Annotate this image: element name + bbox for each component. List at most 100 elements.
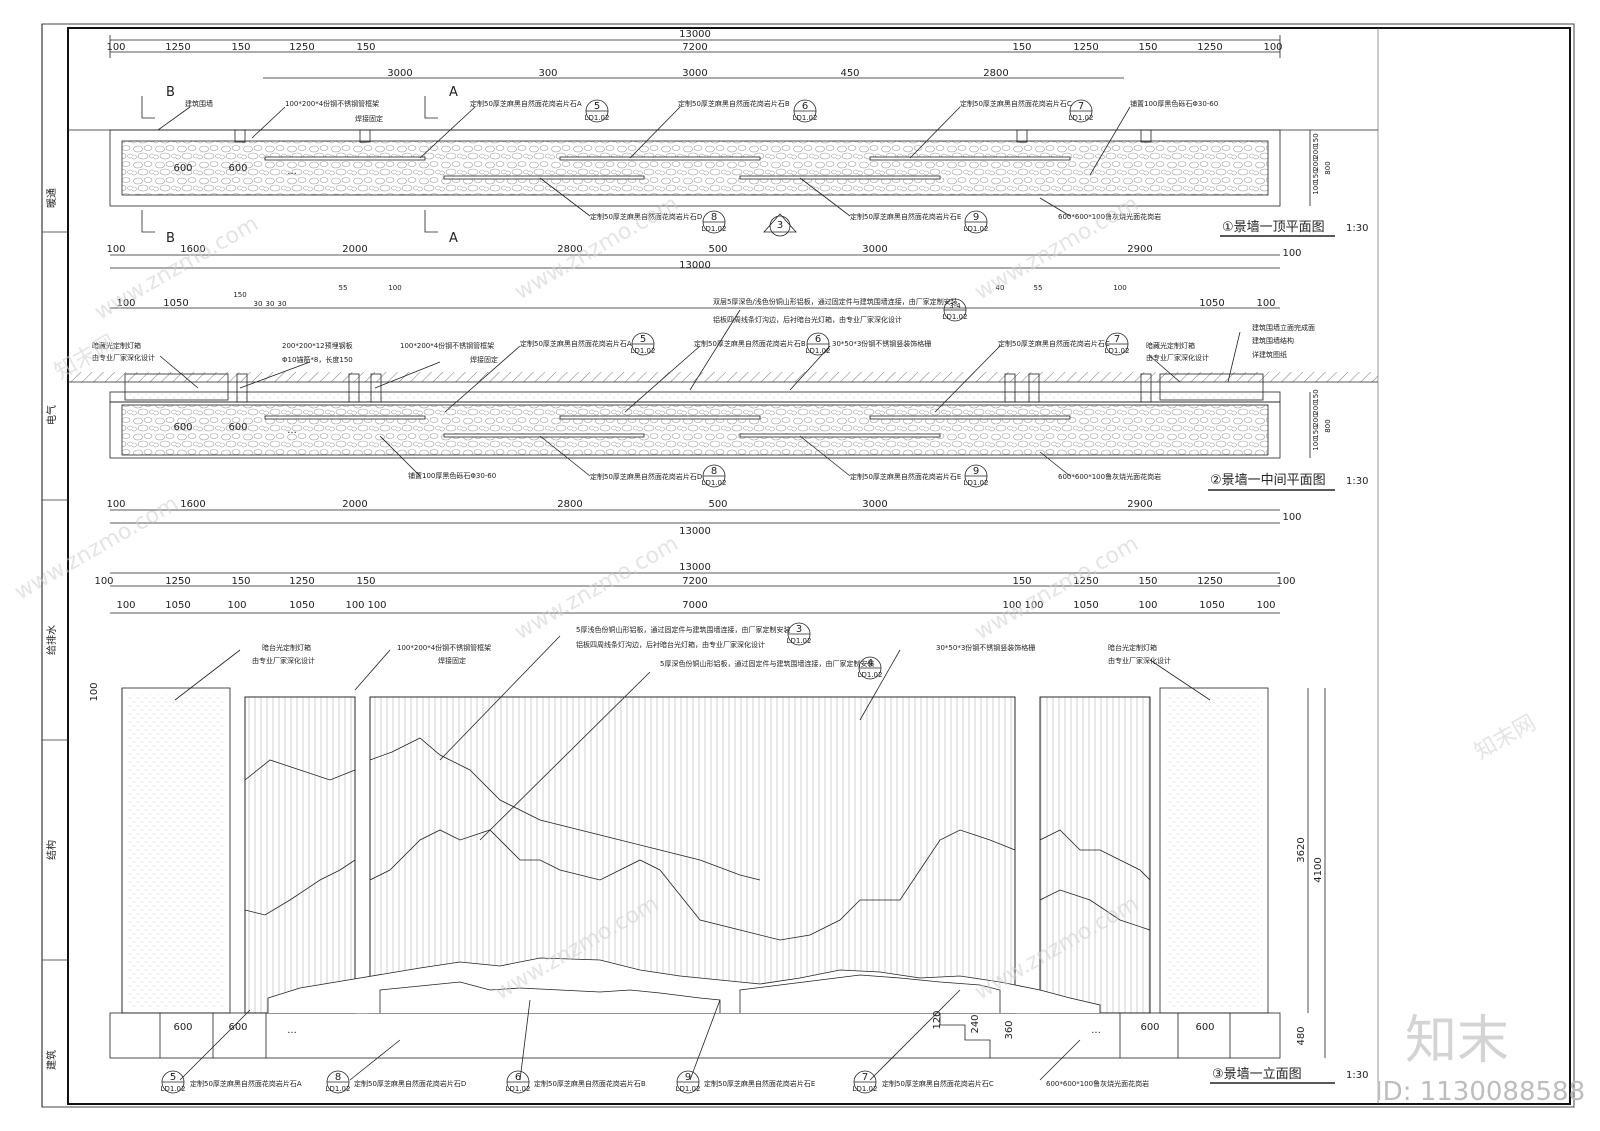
svg-text:9: 9 bbox=[973, 212, 979, 223]
svg-text:LD1.02: LD1.02 bbox=[506, 1085, 531, 1093]
svg-text:www.znzmo.com: www.znzmo.com bbox=[11, 491, 183, 605]
svg-text:600*600*100鲁灰烧光面花岗岩: 600*600*100鲁灰烧光面花岗岩 bbox=[1058, 472, 1161, 481]
svg-text:LD1.02: LD1.02 bbox=[964, 225, 989, 233]
svg-text:200: 200 bbox=[1312, 401, 1320, 414]
sidebar-label-electrical: 电气 bbox=[45, 405, 58, 425]
svg-text:由专业厂家深化设计: 由专业厂家深化设计 bbox=[1108, 656, 1171, 665]
svg-text:200: 200 bbox=[1312, 145, 1320, 158]
svg-text:150: 150 bbox=[1012, 576, 1031, 587]
svg-text:30: 30 bbox=[266, 300, 275, 308]
svg-text:LD1.02: LD1.02 bbox=[964, 479, 989, 487]
svg-text:LD1.02: LD1.02 bbox=[853, 1085, 878, 1093]
svg-text:100: 100 bbox=[94, 576, 113, 587]
svg-text:100: 100 bbox=[106, 499, 125, 510]
svg-text:100: 100 bbox=[1312, 437, 1320, 450]
svg-text:...: ... bbox=[287, 166, 297, 177]
svg-text:200: 200 bbox=[1312, 157, 1320, 170]
svg-text:100: 100 bbox=[1113, 284, 1126, 292]
svg-text:600: 600 bbox=[173, 422, 192, 433]
svg-text:定制50厚芝麻黑自然面花岗岩片石B: 定制50厚芝麻黑自然面花岗岩片石B bbox=[678, 99, 790, 108]
plan-top-notes: 建筑围墙 100*200*4份钢不锈钢管框架 焊接固定 定制50厚芝麻黑自然面花… bbox=[185, 99, 1218, 221]
svg-text:暗台光定制灯箱: 暗台光定制灯箱 bbox=[262, 643, 311, 652]
svg-text:100: 100 bbox=[1138, 600, 1157, 611]
plan-top-callouts: 5 LD1.02 6 LD1.02 7 LD1.02 8 LD1.02 9 LD… bbox=[585, 101, 1094, 233]
svg-text:LD1.02: LD1.02 bbox=[585, 114, 610, 122]
elevation-callouts: 3 LD1.02 4 LD1.02 5 LD1.02 8 LD1.02 6 LD… bbox=[161, 624, 883, 1093]
svg-text:40: 40 bbox=[996, 284, 1005, 292]
elevation bbox=[109, 572, 1335, 1094]
svg-text:800: 800 bbox=[1324, 161, 1332, 174]
svg-text:450: 450 bbox=[840, 68, 859, 79]
svg-text:暗藏光定制灯箱: 暗藏光定制灯箱 bbox=[92, 341, 141, 350]
svg-text:150: 150 bbox=[1312, 389, 1320, 402]
svg-text:100: 100 bbox=[1282, 512, 1301, 523]
svg-text:铺置100厚黑色砾石Φ30-60: 铺置100厚黑色砾石Φ30-60 bbox=[1130, 99, 1218, 108]
plan-mid-title: ②景墙一中间平面图 bbox=[1210, 473, 1326, 488]
svg-text:200: 200 bbox=[1312, 413, 1320, 426]
svg-text:1250: 1250 bbox=[1073, 42, 1098, 53]
svg-text:200*200*12预埋钢板: 200*200*12预埋钢板 bbox=[282, 341, 353, 350]
svg-text:1250: 1250 bbox=[289, 42, 314, 53]
svg-text:LD1.02: LD1.02 bbox=[793, 114, 818, 122]
plan-top-section-marks: B A B A bbox=[166, 85, 458, 246]
svg-text:5: 5 bbox=[640, 334, 646, 345]
plan-mid-dims-bottom: 100 1600 2000 2800 500 3000 2900 100 bbox=[106, 499, 1301, 523]
svg-text:600: 600 bbox=[173, 1022, 192, 1033]
elevation-scale: 1:30 bbox=[1346, 1070, 1368, 1081]
svg-text:定制50厚芝麻黑自然面花岗岩片石D: 定制50厚芝麻黑自然面花岗岩片石D bbox=[590, 472, 702, 481]
plan-top-dims-bottom: 100 1600 2000 2800 500 3000 2900 100 bbox=[106, 244, 1301, 259]
svg-text:150: 150 bbox=[356, 42, 375, 53]
logo: 知末 bbox=[1405, 1011, 1509, 1071]
plan-mid-lightbox-right-sub: 由专业厂家深化设计 bbox=[1146, 353, 1209, 362]
sidebar-label-hvac: 暖通 bbox=[45, 188, 58, 208]
svg-text:2900: 2900 bbox=[1127, 244, 1152, 255]
svg-text:LD1.02: LD1.02 bbox=[702, 479, 727, 487]
elevation-notes: 暗台光定制灯箱 由专业厂家深化设计 100*200*4份钢不锈钢管框架 焊接固定… bbox=[190, 625, 1171, 1088]
svg-text:...: ... bbox=[287, 425, 297, 436]
svg-text:100: 100 bbox=[1256, 298, 1275, 309]
svg-text:8: 8 bbox=[711, 466, 717, 477]
svg-text:500: 500 bbox=[708, 244, 727, 255]
svg-text:定制50厚芝麻黑自然面花岗岩片石B: 定制50厚芝麻黑自然面花岗岩片石B bbox=[694, 339, 806, 348]
svg-text:100*200*4份钢不锈钢管框架: 100*200*4份钢不锈钢管框架 bbox=[397, 643, 491, 652]
svg-text:5厚深色份铜山形铝板，通过固定件与建筑围墙连接，由厂家定制安: 5厚深色份铜山形铝板，通过固定件与建筑围墙连接，由厂家定制安装 bbox=[660, 659, 874, 668]
svg-text:1250: 1250 bbox=[1197, 42, 1222, 53]
plan-top-total-dim: 13000 bbox=[679, 29, 711, 40]
svg-text:1050: 1050 bbox=[1073, 600, 1098, 611]
svg-text:8: 8 bbox=[335, 1072, 341, 1083]
sidebar-discipline-table: 暖通 电气 给排水 结构 建筑 bbox=[42, 188, 68, 1070]
svg-text:建筑围墙: 建筑围墙 bbox=[185, 99, 213, 108]
svg-text:600: 600 bbox=[228, 1022, 247, 1033]
svg-text:2000: 2000 bbox=[342, 244, 367, 255]
svg-text:100: 100 bbox=[227, 600, 246, 611]
svg-text:600: 600 bbox=[1195, 1022, 1214, 1033]
svg-text:焊接固定: 焊接固定 bbox=[355, 114, 383, 123]
sidebar-label-architecture: 建筑 bbox=[45, 1050, 58, 1070]
svg-text:铝板四周线条灯沟边，后衬暗台光灯箱，由专业厂家深化设计: 铝板四周线条灯沟边，后衬暗台光灯箱，由专业厂家深化设计 bbox=[713, 315, 902, 324]
svg-text:9: 9 bbox=[685, 1072, 691, 1083]
svg-text:...: ... bbox=[1091, 1025, 1101, 1036]
svg-text:A: A bbox=[449, 231, 458, 246]
plan-mid-paving-dims: 600 600 ... bbox=[173, 422, 296, 436]
svg-text:150: 150 bbox=[1312, 169, 1320, 182]
svg-text:100*200*4份钢不锈钢管框架: 100*200*4份钢不锈钢管框架 bbox=[285, 99, 379, 108]
svg-text:定制50厚芝麻黑自然面花岗岩片石D: 定制50厚芝麻黑自然面花岗岩片石D bbox=[590, 212, 702, 221]
svg-text:100: 100 bbox=[1256, 600, 1275, 611]
svg-text:定制50厚芝麻黑自然面花岗岩片石A: 定制50厚芝麻黑自然面花岗岩片石A bbox=[520, 339, 632, 348]
svg-text:LD1.02: LD1.02 bbox=[858, 671, 883, 679]
svg-text:30: 30 bbox=[254, 300, 263, 308]
svg-text:1250: 1250 bbox=[289, 576, 314, 587]
plan-mid-total-bottom: 13000 bbox=[679, 526, 711, 537]
svg-text:5厚浅色份铜山形铝板，通过固定件与建筑围墙连接，由厂家定制安: 5厚浅色份铜山形铝板，通过固定件与建筑围墙连接，由厂家定制安装 bbox=[576, 625, 790, 634]
svg-text:www.znzmo.com: www.znzmo.com bbox=[511, 191, 683, 305]
svg-text:铺置100厚黑色砾石Φ30-60: 铺置100厚黑色砾石Φ30-60 bbox=[408, 471, 496, 480]
svg-text:100*200*4份钢不锈钢管框架: 100*200*4份钢不锈钢管框架 bbox=[400, 341, 494, 350]
svg-text:7200: 7200 bbox=[682, 576, 707, 587]
svg-text:600: 600 bbox=[228, 163, 247, 174]
svg-text:6: 6 bbox=[815, 334, 821, 345]
svg-text:1050: 1050 bbox=[289, 600, 314, 611]
svg-text:定制50厚芝麻黑自然面花岗岩片石B: 定制50厚芝麻黑自然面花岗岩片石B bbox=[534, 1079, 646, 1088]
svg-text:100: 100 bbox=[1282, 248, 1301, 259]
svg-text:150: 150 bbox=[356, 576, 375, 587]
